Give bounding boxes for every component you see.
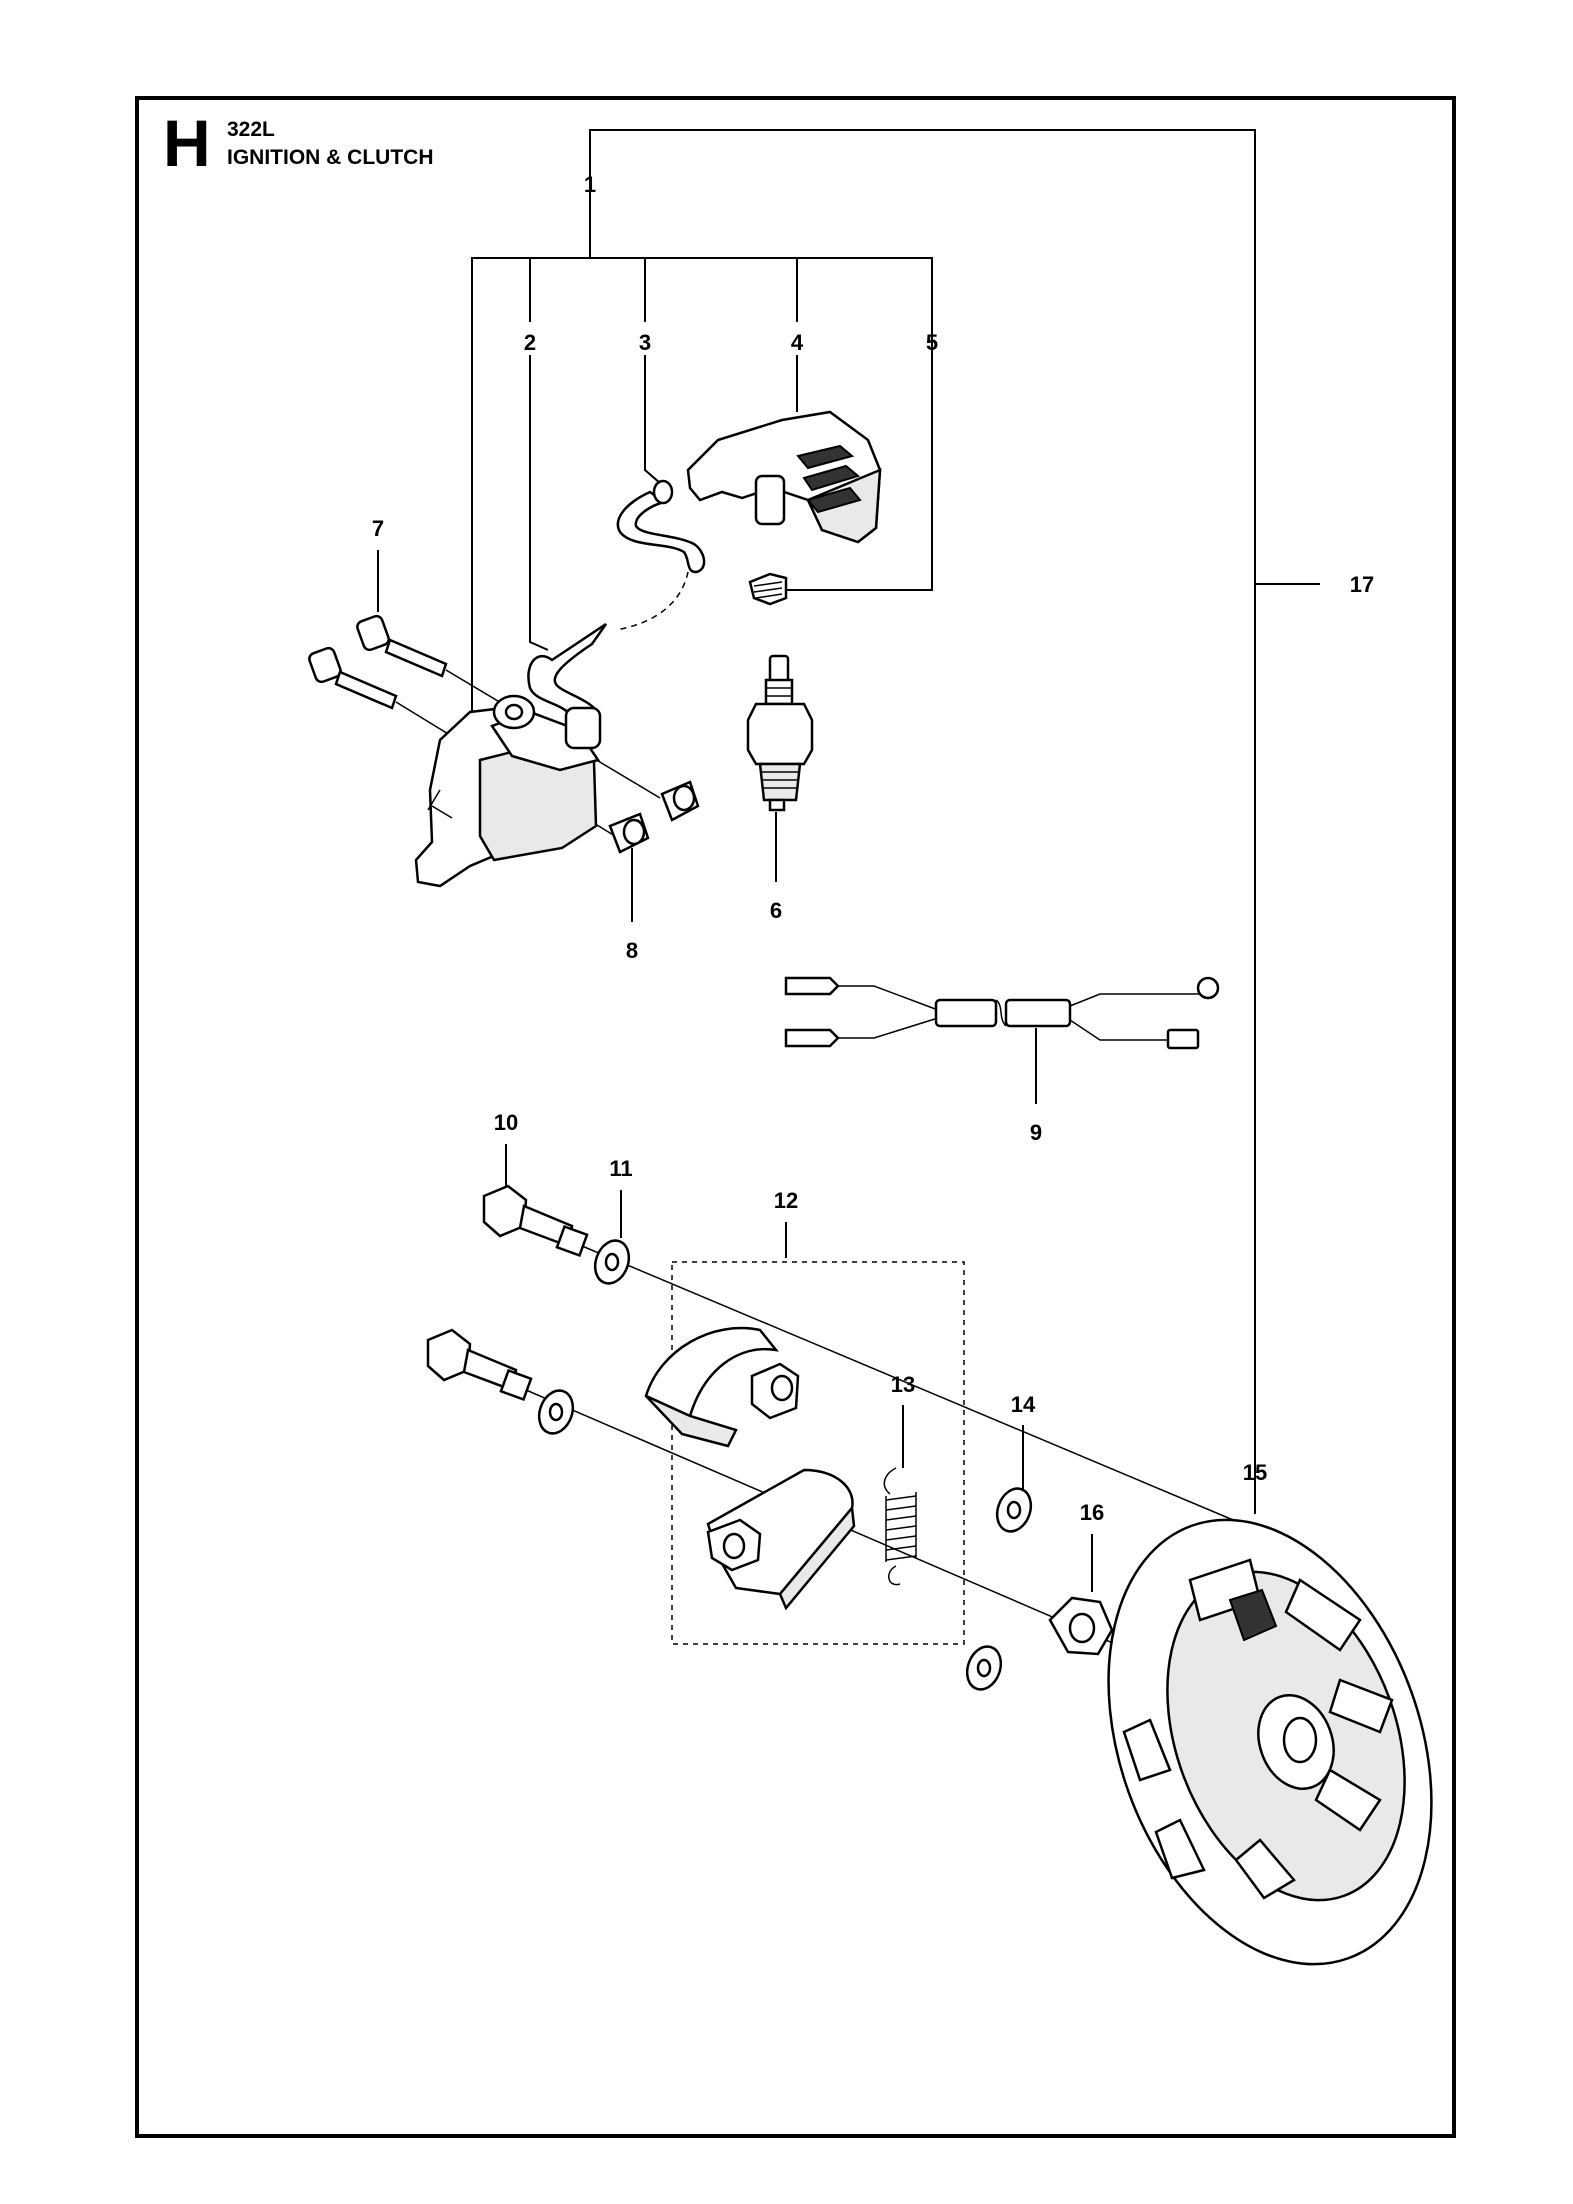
wiring-harness: [784, 976, 1220, 1050]
callout-7: 7: [372, 516, 384, 541]
section-letter: H: [163, 106, 211, 180]
spark-plug-cap: [686, 410, 882, 544]
clutch-nut: [1048, 1596, 1114, 1656]
callout-8: 8: [626, 938, 638, 963]
leader-lines: [377, 129, 1320, 1592]
callout-3: 3: [639, 330, 651, 355]
callout-5: 5: [926, 330, 938, 355]
spark-plug: [746, 654, 814, 812]
ignition-lead-tube: [615, 479, 706, 631]
callout-10: 10: [494, 1110, 518, 1135]
flywheel: [1107, 1518, 1433, 1966]
callout-11: 11: [609, 1156, 632, 1181]
model-label: 322L: [227, 118, 275, 141]
callout-15: 15: [1243, 1460, 1267, 1485]
callout-16: 16: [1080, 1500, 1104, 1525]
callout-4: 4: [791, 330, 804, 355]
callout-14: 14: [1011, 1392, 1036, 1417]
callout-12: 12: [774, 1188, 798, 1213]
section-title: IGNITION & CLUTCH: [227, 146, 434, 169]
clutch-shoe-kit: [644, 1261, 965, 1645]
callout-17: 17: [1350, 572, 1374, 597]
washers: [537, 1239, 1033, 1691]
callout-labels: 1 2 3 4 5 6 7 8 9 10 11 12 13 14 15 16 1…: [372, 172, 1374, 1525]
spacers: [608, 780, 700, 854]
callout-1: 1: [584, 172, 596, 197]
callout-2: 2: [524, 330, 536, 355]
ignition-module: [414, 622, 608, 888]
callout-6: 6: [770, 898, 782, 923]
clutch-spring: [883, 1467, 917, 1586]
callout-9: 9: [1030, 1120, 1042, 1145]
page-frame: [135, 96, 1456, 2138]
cap-spring: [748, 572, 932, 606]
